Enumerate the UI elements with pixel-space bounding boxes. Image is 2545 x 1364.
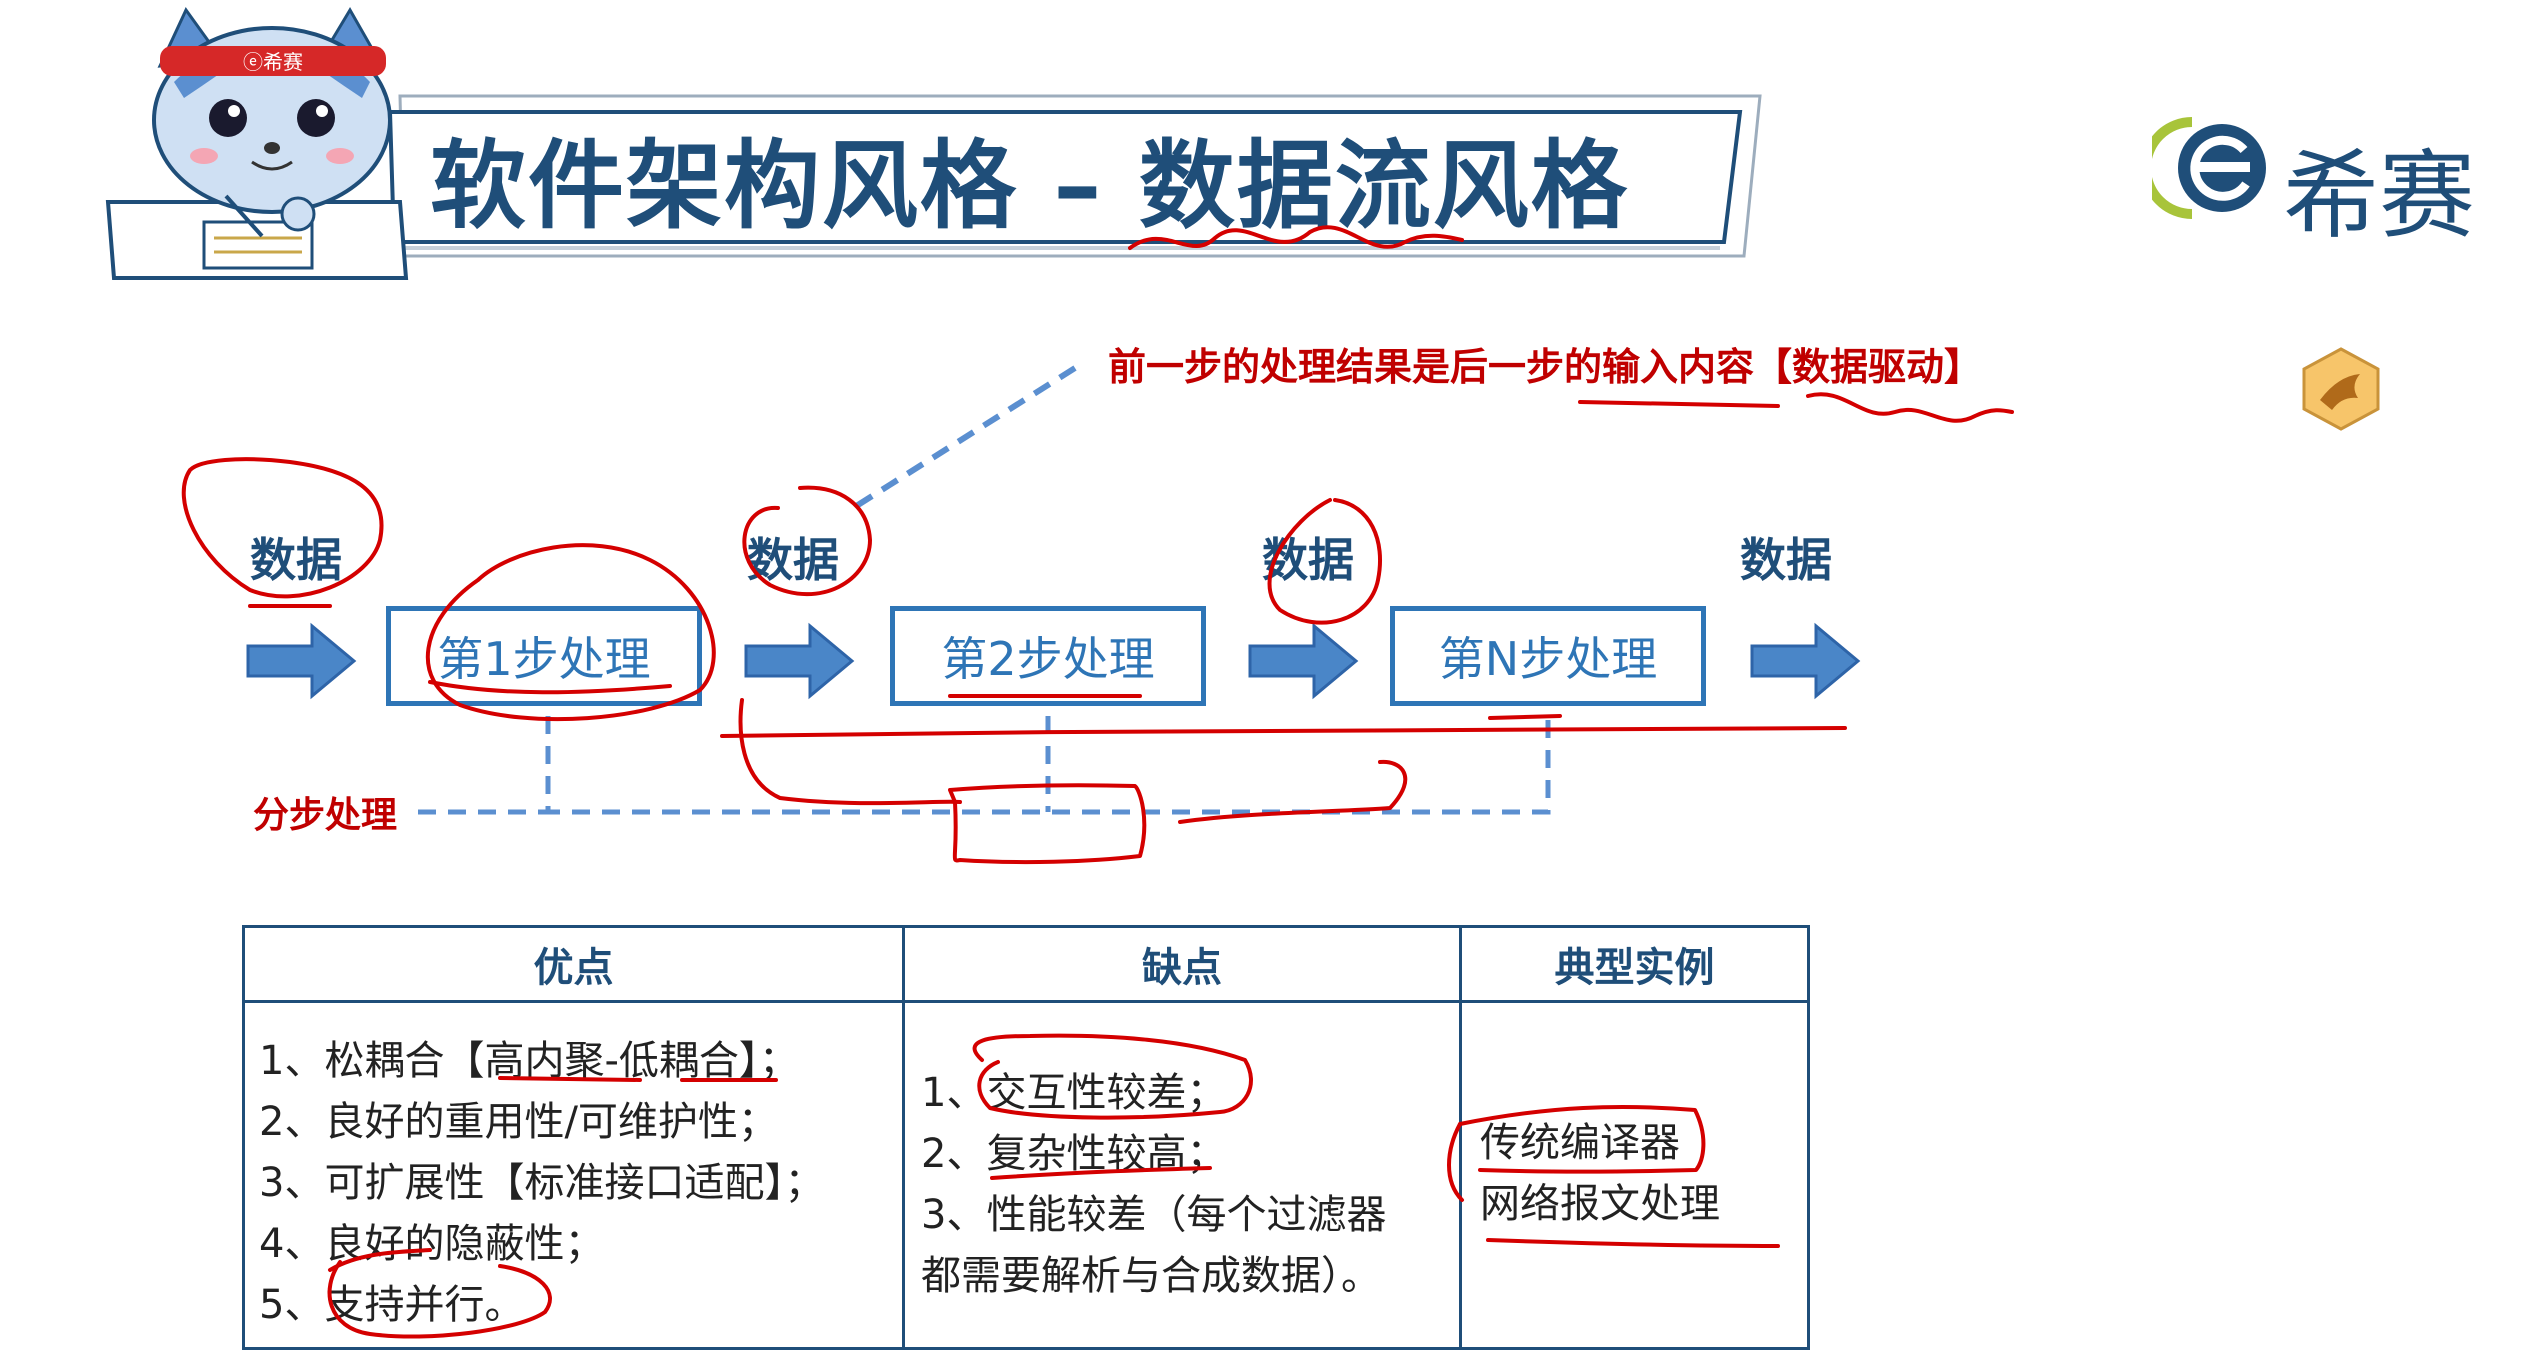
data-label-4: 数据 bbox=[1740, 533, 1832, 587]
list-item: 传统编译器 bbox=[1480, 1120, 1680, 1166]
examples-cell: 传统编译器 网络报文处理 bbox=[1462, 1003, 1807, 1347]
data-label-3: 数据 bbox=[1262, 533, 1354, 587]
header-pros: 优点 bbox=[245, 928, 905, 1003]
mascot-badge-text: ⓔ希赛 bbox=[243, 50, 303, 74]
cons-cell: 1、交互性较差； 2、复杂性较高； 3、性能较差（每个过滤器 都需要解析与合成数… bbox=[905, 1003, 1462, 1347]
list-item: 网络报文处理 bbox=[1480, 1181, 1720, 1227]
list-item: 2、复杂性较高； bbox=[921, 1131, 1227, 1177]
list-item: 都需要解析与合成数据）。 bbox=[921, 1253, 1381, 1299]
step-box-2: 第2步处理 bbox=[890, 606, 1206, 706]
bird-app-icon[interactable] bbox=[2298, 346, 2384, 432]
pros-cell: 1、松耦合【高内聚-低耦合】； 2、良好的重用性/可维护性； 3、可扩展性【标准… bbox=[245, 1003, 905, 1347]
list-item: 3、可扩展性【标准接口适配】； bbox=[259, 1160, 825, 1206]
list-item: 1、交互性较差； bbox=[921, 1070, 1227, 1116]
header-examples: 典型实例 bbox=[1462, 928, 1807, 1003]
right-arrow-icon bbox=[1248, 622, 1359, 700]
data-label-1: 数据 bbox=[250, 533, 342, 587]
list-item: 2、良好的重用性/可维护性； bbox=[259, 1099, 778, 1145]
title-banner bbox=[387, 94, 1762, 258]
mascot-cat-icon: ⓔ希赛 bbox=[105, 7, 409, 280]
page-title: 软件架构风格 – 数据流风格 bbox=[430, 130, 1629, 242]
list-item: 1、松耦合【高内聚-低耦合】； bbox=[259, 1038, 799, 1084]
data-label-2: 数据 bbox=[747, 533, 839, 587]
right-arrow-icon bbox=[246, 622, 357, 700]
diagram-note: 前一步的处理结果是后一步的输入内容【数据驱动】 bbox=[1108, 345, 1983, 389]
header-cons: 缺点 bbox=[905, 928, 1462, 1003]
step-box-1: 第1步处理 bbox=[386, 606, 702, 706]
list-item: 5、支持并行。 bbox=[259, 1282, 525, 1328]
brand-logo-icon bbox=[2152, 117, 2266, 219]
right-arrow-icon bbox=[744, 622, 855, 700]
brand-name: 希赛 bbox=[2283, 140, 2475, 252]
step-box-n: 第N步处理 bbox=[1390, 606, 1706, 706]
right-arrow-icon bbox=[1750, 622, 1861, 700]
list-item: 4、良好的隐蔽性； bbox=[259, 1221, 605, 1267]
list-item: 3、性能较差（每个过滤器 bbox=[921, 1192, 1387, 1238]
comparison-table: 优点 缺点 典型实例 1、松耦合【高内聚-低耦合】； 2、良好的重用性/可维护性… bbox=[242, 925, 1810, 1350]
split-process-label: 分步处理 bbox=[253, 795, 398, 836]
